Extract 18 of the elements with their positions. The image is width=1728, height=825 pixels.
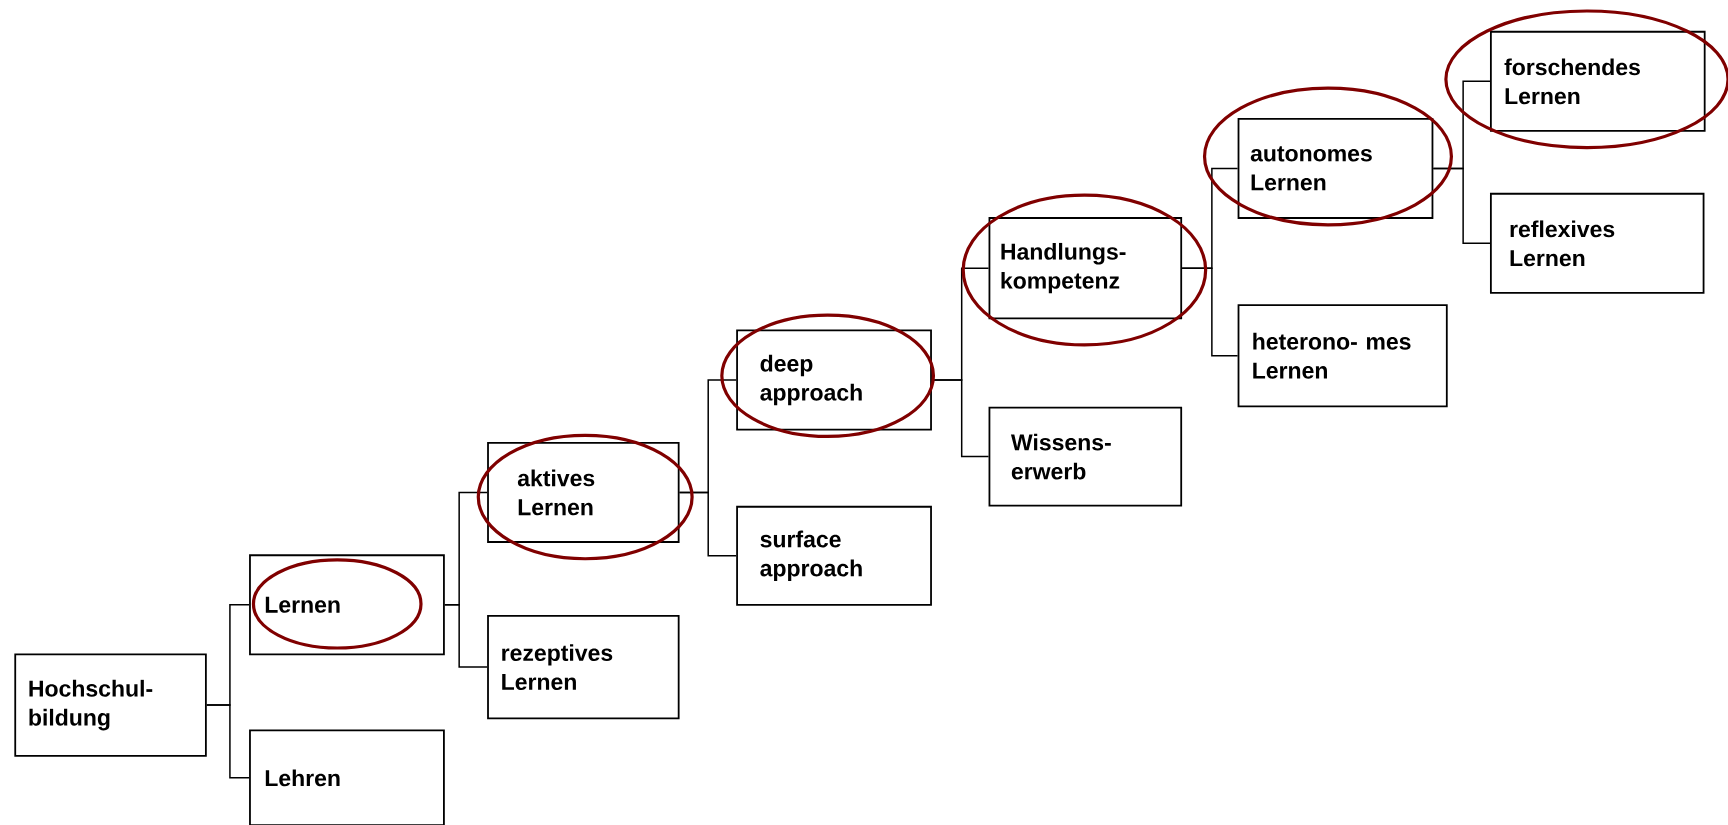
term-box: heterono- mes Lernen	[1237, 304, 1448, 408]
connector-line	[678, 491, 737, 557]
term-box: Hochschul- bildung	[14, 653, 207, 757]
term-box: surface approach	[736, 505, 932, 606]
term-box: deep approach	[736, 329, 932, 431]
term-box: autonomes Lernen	[1237, 117, 1434, 219]
term-box: Lernen	[249, 554, 445, 656]
term-box: aktives Lernen	[487, 441, 680, 543]
connector-line	[1432, 167, 1491, 245]
connector-line	[206, 704, 250, 779]
term-box: forschendes Lernen	[1490, 30, 1706, 132]
connector-line	[444, 604, 488, 668]
term-box: Handlungs- kompetenz	[988, 217, 1183, 320]
term-box: rezeptives Lernen	[487, 614, 680, 720]
term-box: reflexives Lernen	[1490, 192, 1705, 294]
connector-line	[1181, 267, 1239, 357]
term-box: Lehren	[249, 729, 445, 825]
term-box: Wissens- erwerb	[988, 406, 1183, 507]
